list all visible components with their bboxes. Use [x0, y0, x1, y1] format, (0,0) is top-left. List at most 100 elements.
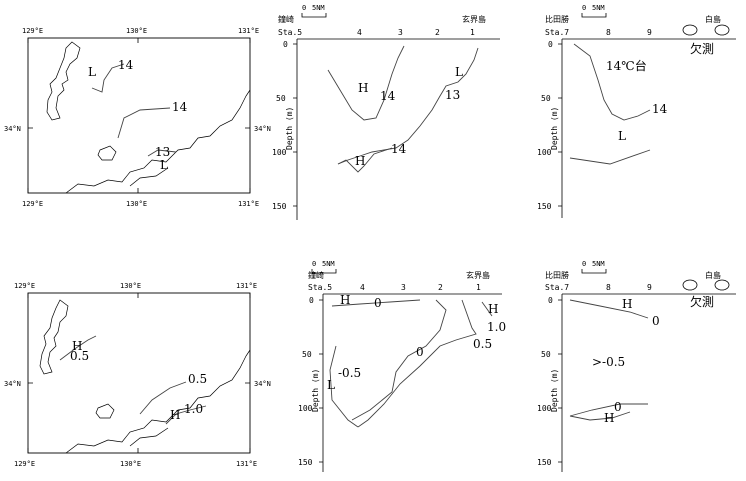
island-marker-4 [714, 279, 730, 291]
section-br-right-place: 白島 [705, 270, 721, 280]
label-br-H2: H [604, 411, 614, 425]
map-bottom-lon-130: 130°E [120, 282, 141, 290]
map-top-lat-left: 34°N [4, 125, 21, 133]
contour-tl-3 [337, 147, 393, 173]
depth-tl-50: 50 [276, 94, 286, 103]
station-br-7: Sta.7 [545, 283, 569, 292]
section-tl-left-place: 鐘崎 [278, 14, 294, 24]
map-top: 129°E 130°E 131°E 129°E 130°E 131°E 34°N… [4, 27, 271, 208]
label-br-0b: 0 [614, 400, 622, 414]
scale-unit: 5NM [312, 4, 325, 12]
label-bl-L: L [327, 378, 335, 392]
station-tl-1: 1 [470, 28, 475, 37]
contour-tr-1 [573, 43, 651, 121]
label-tl-14a: 14 [380, 89, 396, 103]
map-bottom-ticks [27, 293, 251, 453]
map-bottom-label-10: 1.0 [184, 402, 203, 416]
island-iki-2 [95, 403, 115, 419]
depth-tl-150: 150 [272, 202, 287, 211]
map-bottom-lon-129-bottom: 129°E [14, 460, 35, 468]
depth-tr-100: 100 [537, 148, 552, 157]
coast-kyushu [65, 89, 251, 194]
axes-tr [561, 38, 736, 218]
section-top-left: 0 5NM 鐘崎 玄界島 Sta.5 4 3 2 1 0 50 100 150 … [272, 4, 500, 220]
map-bottom-frame [27, 292, 251, 454]
section-br-left-place: 比田勝 [545, 270, 569, 280]
section-bl-left-place: 鐘崎 [308, 270, 324, 280]
depth-br-50: 50 [541, 350, 551, 359]
depth-tl-0: 0 [283, 40, 288, 49]
section-bl-right-place: 玄界島 [466, 270, 490, 280]
station-tl-5: Sta.5 [278, 28, 302, 37]
label-tl-H1: H [358, 81, 368, 95]
map-bottom-lon-129: 129°E [14, 282, 35, 290]
map-top-contour-3 [147, 149, 177, 157]
contour-br-2 [569, 403, 648, 417]
map-top-label-14a: 14 [118, 58, 134, 72]
scale-bar-bl [311, 269, 337, 274]
depth-bl-0: 0 [309, 296, 314, 305]
island-marker-2 [714, 24, 730, 36]
station-tl-3: 3 [398, 28, 403, 37]
scale-bar-tr [581, 13, 607, 18]
station-tl-2: 2 [435, 28, 440, 37]
axes-br [561, 293, 736, 472]
label-br-H1: H [622, 297, 632, 311]
label-tr-14a: 14℃台 [606, 58, 647, 73]
contour-tl-2 [337, 47, 479, 165]
map-bottom-lon-131: 131°E [236, 282, 257, 290]
ticks-tl [293, 43, 297, 207]
station-tr-9: 9 [647, 28, 652, 37]
depth-axis-label-tl: Depth (m) [285, 107, 294, 150]
depth-tr-50: 50 [541, 94, 551, 103]
coast-kyushu-2 [65, 349, 251, 454]
map-bottom-contour-1 [59, 335, 97, 361]
contour-bl-4 [329, 345, 359, 428]
label-bl-0a: 0 [374, 296, 382, 310]
label-tl-14b: 14 [391, 142, 407, 156]
section-tr-right-place: 白島 [705, 14, 721, 24]
map-top-contour-1 [91, 63, 125, 93]
label-tr-L: L [618, 129, 626, 143]
map-top-contour-2 [117, 107, 171, 139]
depth-tr-150: 150 [537, 202, 552, 211]
scale-bar-br [581, 269, 607, 274]
station-br-8: 8 [606, 283, 611, 292]
depth-axis-label-bl: Depth (m) [311, 369, 320, 412]
map-top-lon-130: 130°E [126, 27, 147, 35]
depth-bl-150: 150 [298, 458, 313, 467]
axes-bl [322, 293, 502, 472]
section-bottom-left: 0 5NM 鐘崎 玄界島 Sta.5 4 3 2 1 0 50 100 150 … [298, 260, 506, 472]
scale-value-bl: 0 [312, 260, 316, 268]
contour-bl-1 [331, 299, 421, 307]
contour-bl-5 [481, 301, 493, 317]
map-top-lon-129: 129°E [22, 27, 43, 35]
label-bl-0b: 0 [416, 345, 424, 359]
section-top-right: 0 5NM 比田勝 白島 Sta.7 8 9 0 50 100 150 Dept… [537, 4, 736, 218]
map-bottom-label-05a: 0.5 [70, 349, 89, 363]
map-top-lon-131-bottom: 131°E [238, 200, 259, 208]
section-tl-right-place: 玄界島 [462, 14, 486, 24]
map-top-frame [27, 37, 251, 194]
ticks-tr [558, 43, 562, 207]
label-tr-14b: 14 [652, 102, 668, 116]
station-tl-4: 4 [357, 28, 362, 37]
station-bl-1: 1 [476, 283, 481, 292]
label-tl-L: L [455, 65, 463, 79]
section-bottom-right: 0 5NM 比田勝 白島 Sta.7 8 9 0 50 100 150 Dept… [537, 260, 736, 472]
ticks-bl [319, 299, 323, 463]
map-top-ticks [27, 38, 251, 193]
depth-axis-label-tr: Depth (m) [550, 107, 559, 150]
station-tr-8: 8 [606, 28, 611, 37]
map-top-lon-131: 131°E [238, 27, 259, 35]
map-bottom: 129°E 130°E 131°E 129°E 130°E 131°E 34°N… [4, 282, 271, 468]
label-tl-H2: H [355, 154, 365, 168]
map-top-mark-L1: L [88, 65, 96, 79]
island-marker-3 [682, 279, 698, 291]
map-bottom-label-05b: 0.5 [188, 372, 207, 386]
label-tl-13: 13 [445, 88, 460, 102]
section-tr-left-place: 比田勝 [545, 14, 569, 24]
station-bl-2: 2 [438, 283, 443, 292]
depth-bl-100: 100 [298, 404, 313, 413]
